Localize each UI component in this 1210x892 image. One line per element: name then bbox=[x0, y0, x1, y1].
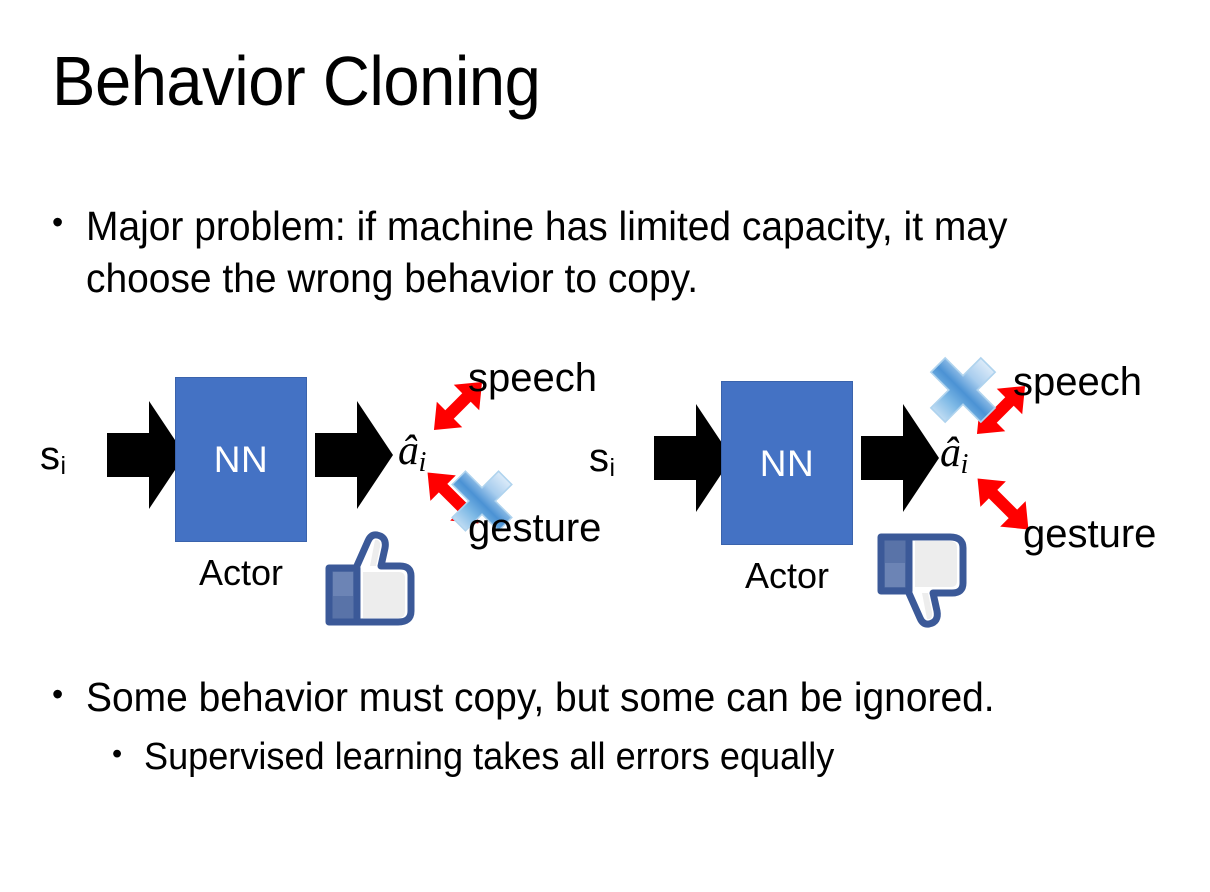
bullet-top: • Major problem: if machine has limited … bbox=[52, 200, 1132, 305]
speech-label-left: speech bbox=[468, 356, 597, 400]
thumbs-up-icon bbox=[323, 530, 423, 628]
actor-label-left: Actor bbox=[198, 552, 284, 593]
input-arrow-left bbox=[107, 395, 185, 515]
bullet-top-text: Major problem: if machine has limited ca… bbox=[86, 203, 1008, 302]
output-arrow-left bbox=[315, 395, 393, 515]
nn-box-right: NN bbox=[721, 381, 853, 545]
page-title: Behavior Cloning bbox=[52, 42, 541, 120]
speech-arrow-left bbox=[412, 360, 504, 452]
action-symbol: â bbox=[398, 428, 419, 474]
action-output-label-right: âi bbox=[940, 430, 969, 479]
action-output-label-left: âi bbox=[398, 428, 427, 477]
output-arrow-right bbox=[861, 398, 939, 518]
nn-box-label: NN bbox=[759, 442, 815, 484]
state-symbol: s bbox=[589, 436, 609, 480]
state-input-label-left: si bbox=[40, 434, 66, 479]
bullet-marker-icon: • bbox=[52, 204, 64, 240]
nn-box-label: NN bbox=[213, 439, 269, 480]
actor-label-right: Actor bbox=[744, 555, 830, 596]
speech-arrow-right bbox=[955, 364, 1047, 456]
bullet-bottom-level2-text: Supervised learning takes all errors equ… bbox=[144, 736, 835, 778]
action-symbol: â bbox=[940, 430, 961, 476]
action-subscript: i bbox=[960, 448, 969, 480]
state-subscript: i bbox=[609, 455, 615, 483]
bullet-bottom-level1-text: Some behavior must copy, but some can be… bbox=[86, 674, 995, 720]
action-subscript: i bbox=[418, 446, 427, 478]
input-arrow-right bbox=[654, 398, 732, 518]
diagram-right: si NN Actor âi bbox=[565, 340, 1185, 640]
cross-out-gesture-icon-left bbox=[443, 462, 521, 540]
bullet-bottom-level1: • Some behavior must copy, but some can … bbox=[52, 672, 1172, 723]
bullet-marker-icon: • bbox=[112, 738, 123, 770]
nn-box-left: NN bbox=[175, 377, 307, 542]
speech-label-right: speech bbox=[1013, 360, 1142, 404]
state-subscript: i bbox=[60, 453, 66, 481]
state-input-label-right: si bbox=[589, 436, 615, 481]
gesture-arrow-right bbox=[955, 456, 1051, 552]
bullet-marker-icon: • bbox=[52, 676, 64, 712]
bullet-bottom-level2: • Supervised learning takes all errors e… bbox=[112, 734, 1172, 781]
state-symbol: s bbox=[40, 434, 60, 478]
diagram-left: si NN Actor âi bbox=[20, 340, 620, 640]
thumbs-down-icon bbox=[875, 528, 975, 632]
gesture-label-left: gesture bbox=[468, 506, 602, 550]
cross-out-speech-icon-right bbox=[921, 348, 1005, 432]
gesture-label-right: gesture bbox=[1023, 512, 1157, 556]
